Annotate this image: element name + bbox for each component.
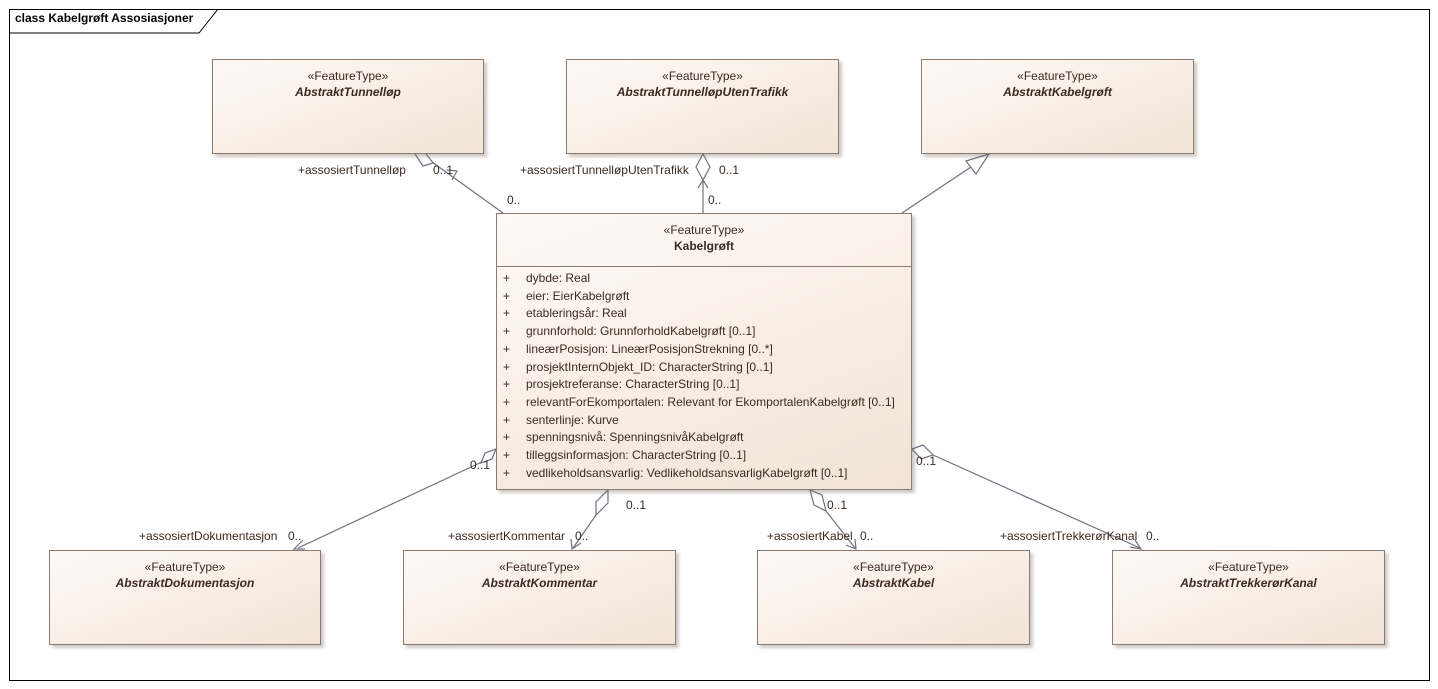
role-label-trekkerkanal: +assosiertTrekkerørKanal: [1000, 529, 1138, 543]
stereotype-label: «FeatureType»: [307, 69, 389, 83]
multiplicity-target-dokumentasjon: 0..: [288, 529, 302, 543]
attribute-row[interactable]: +prosjektInternObjekt_ID: CharacterStrin…: [503, 359, 773, 374]
generalization-line: [901, 164, 975, 214]
role-label-dokumentasjon: +assosiertDokumentasjon: [139, 529, 278, 543]
assoc-line-trekkerkanal: [932, 454, 1141, 549]
class-name: AbstraktTunnelløp: [295, 85, 401, 99]
stereotype-label: «FeatureType»: [1208, 560, 1289, 574]
class-abstrakt-trekkerkanal[interactable]: «FeatureType» AbstraktTrekkerørKanal: [1112, 550, 1385, 645]
multiplicity-target-tunnellop-uten-trafikk: 0..1: [719, 163, 740, 177]
attribute-row[interactable]: +tilleggsinformasjon: CharacterString [0…: [503, 448, 747, 463]
stereotype-label: «FeatureType»: [499, 560, 580, 574]
class-abstrakt-kommentar[interactable]: «FeatureType» AbstraktKommentar: [403, 550, 676, 645]
arrowhead-dokumentasjon: [292, 539, 305, 550]
attribute-row[interactable]: +eier: EierKabelgrøft: [503, 288, 630, 303]
attribute-row[interactable]: +etableringsår: Real: [503, 306, 627, 321]
attribute-row[interactable]: +lineærPosisjon: LineærPosisjonStrekning…: [503, 341, 773, 356]
aggregation-diamond-dokumentasjon: [479, 447, 498, 465]
class-abstrakt-dokumentasjon[interactable]: «FeatureType» AbstraktDokumentasjon: [49, 550, 321, 645]
role-label-kabel: +assosiertKabel: [767, 529, 853, 543]
multiplicity-source-kabel: 0..1: [827, 498, 848, 512]
aggregation-diamond-tunnellop-uten-trafikk: [695, 152, 711, 182]
stereotype-label: «FeatureType»: [663, 223, 745, 237]
attribute-row[interactable]: +spenningsnivå: SpenningsnivåKabelgrøft: [503, 430, 744, 445]
class-abstrakt-tunnellop-uten-trafikk[interactable]: «FeatureType» AbstraktTunnelløpUtenTrafi…: [566, 59, 839, 154]
stereotype-label: «FeatureType»: [662, 69, 743, 83]
multiplicity-source-kommentar: 0..1: [626, 498, 647, 512]
class-abstrakt-kabelgroft[interactable]: «FeatureType» AbstraktKabelgrøft: [921, 59, 1194, 154]
arrowhead-tunnellop-uten-trafikk: [697, 178, 709, 189]
class-name: AbstraktDokumentasjon: [115, 576, 255, 590]
multiplicity-target-kommentar: 0..: [575, 529, 589, 543]
role-label-tunnellop-uten-trafikk: +assosiertTunnelløpUtenTrafikk: [520, 163, 689, 177]
multiplicity-target-tunnellop: 0..1: [433, 163, 454, 177]
attribute-row[interactable]: +senterlinje: Kurve: [503, 412, 619, 427]
assoc-line-kommentar: [572, 514, 597, 549]
class-name: AbstraktTrekkerørKanal: [1180, 576, 1317, 590]
attribute-row[interactable]: +vedlikeholdsansvarlig: Vedlikeholdsansv…: [503, 465, 848, 480]
aggregation-diamond-kabel: [809, 488, 827, 513]
multiplicity-target-kabel: 0..: [860, 529, 874, 543]
stereotype-label: «FeatureType»: [144, 560, 226, 574]
assoc-line-tunnellop: [431, 161, 504, 214]
multiplicity-source-dokumentasjon: 0..1: [470, 458, 491, 472]
aggregation-diamond-kommentar: [595, 488, 609, 517]
attribute-row[interactable]: +grunnforhold: GrunnforholdKabelgrøft [0…: [503, 324, 756, 339]
class-name: AbstraktKommentar: [481, 576, 598, 590]
compartment-separator: [497, 266, 911, 267]
arrowhead-kommentar: [570, 538, 582, 551]
attribute-row[interactable]: +relevantForEkomportalen: Relevant for E…: [503, 394, 895, 409]
class-abstrakt-kabel[interactable]: «FeatureType» AbstraktKabel: [757, 550, 1030, 645]
diagram-frame: [9, 9, 1430, 681]
stereotype-label: «FeatureType»: [1017, 69, 1098, 83]
frame-tab: [9, 9, 219, 34]
attribute-list: +dybde: Real +eier: EierKabelgrøft +etab…: [503, 270, 907, 482]
role-label-kommentar: +assosiertKommentar: [448, 529, 566, 543]
stereotype-label: «FeatureType»: [853, 560, 934, 574]
role-label-tunnellop: +assosiertTunnelløp: [298, 163, 406, 177]
frame-title: class Kabelgrøft Assosiasjoner: [15, 11, 194, 25]
class-name: Kabelgrøft: [674, 239, 734, 253]
class-name: AbstraktKabel: [852, 576, 935, 590]
generalization-triangle: [964, 152, 991, 176]
arrowhead-kabel: [845, 538, 857, 550]
assoc-line-kabel: [825, 510, 856, 549]
aggregation-diamond-trekkerkanal: [910, 444, 935, 460]
attribute-row[interactable]: +prosjektreferanse: CharacterString [0..…: [503, 377, 740, 392]
multiplicity-target-trekkerkanal: 0..: [1146, 529, 1160, 543]
class-name: AbstraktTunnelløpUtenTrafikk: [616, 85, 789, 99]
attribute-row[interactable]: +dybde: Real: [503, 271, 591, 285]
assoc-line-dokumentasjon: [297, 459, 487, 549]
multiplicity-source-trekkerkanal: 0..1: [916, 454, 937, 468]
class-kabelgroft[interactable]: «FeatureType» Kabelgrøft +dybde: Real +e…: [496, 213, 912, 490]
class-abstrakt-tunnellop[interactable]: «FeatureType» AbstraktTunnelløp: [212, 59, 484, 154]
class-name: AbstraktKabelgrøft: [1003, 85, 1112, 99]
multiplicity-source-tunnellop: 0..: [507, 193, 521, 207]
multiplicity-source-tunnellop-uten-trafikk: 0..: [708, 193, 722, 207]
arrowhead-trekkerkanal: [1129, 539, 1143, 550]
arrowhead-tunnellop: [446, 169, 458, 181]
